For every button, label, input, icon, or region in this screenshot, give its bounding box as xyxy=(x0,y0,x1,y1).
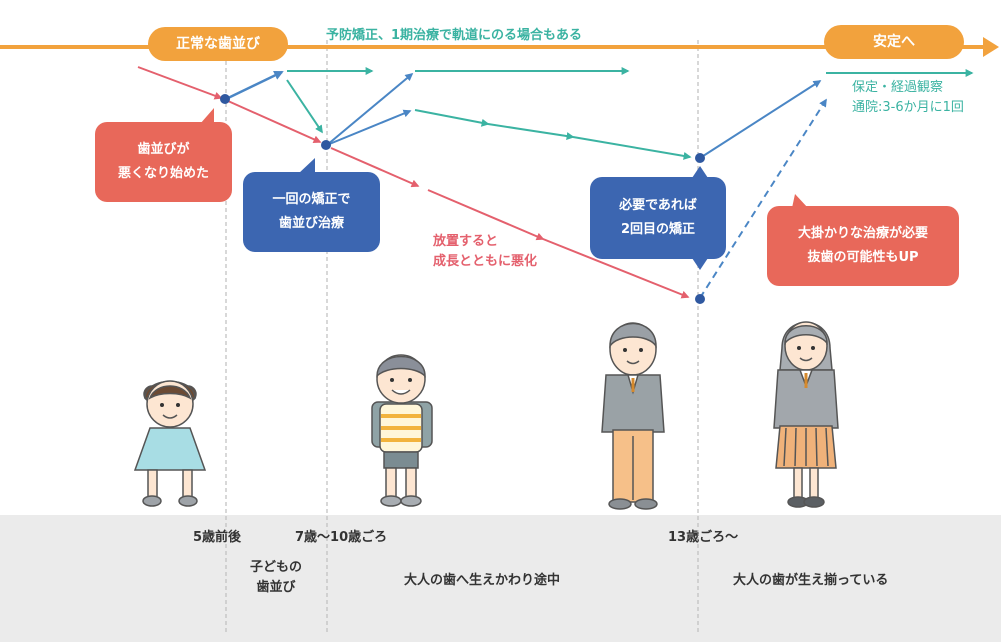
neglect-line-1: 放置すると xyxy=(433,234,499,249)
age-band-background xyxy=(0,515,1001,642)
blue-path-segment xyxy=(326,72,414,146)
major-treatment-line-1: 大掛かりな治療が必要 xyxy=(797,226,928,241)
worsening-line-2: 悪くなり始めた xyxy=(117,166,209,181)
maintenance-line-1: 保定・経過観察 xyxy=(852,80,944,95)
node-dot-13yrs-upper xyxy=(695,153,705,163)
red-path-segment xyxy=(137,66,223,100)
node-dot-13yrs-lower xyxy=(695,294,705,304)
blue-dashed-path xyxy=(699,98,827,299)
first-treatment-callout: 一回の矯正で 歯並び治療 xyxy=(243,172,380,252)
stage-label-child: 子どもの 歯並び xyxy=(236,558,316,598)
first-treatment-line-2: 歯並び治療 xyxy=(278,216,344,231)
stage-child-line-2: 歯並び xyxy=(256,580,296,595)
node-dot-5yrs xyxy=(220,94,230,104)
teen-girl-illustration xyxy=(773,321,839,508)
worsening-callout: 歯並びが 悪くなり始めた xyxy=(95,122,232,202)
maintenance-note: 保定・経過観察 通院:3-6か月に1回 xyxy=(852,78,964,118)
stage-label-adult: 大人の歯が生え揃っている xyxy=(733,573,889,588)
maintenance-line-2: 通院:3-6か月に1回 xyxy=(852,100,964,115)
age-label-13yrs: 13歳ごろ〜 xyxy=(668,530,739,545)
callout-pointer xyxy=(298,158,315,174)
child-girl-illustration xyxy=(133,380,207,507)
teal-path-segment xyxy=(286,79,323,134)
callout-pointer xyxy=(200,108,214,124)
age-label-5yrs: 5歳前後 xyxy=(193,530,242,545)
blue-path-segment xyxy=(699,80,822,159)
teal-path-segment xyxy=(572,136,692,160)
teen-boy-illustration xyxy=(601,322,665,510)
second-treatment-callout: 必要であれば 2回目の矯正 xyxy=(590,177,726,259)
red-path-segment xyxy=(427,189,545,241)
teal-path-segment xyxy=(414,109,490,127)
blue-path-segment xyxy=(225,70,284,101)
first-treatment-line-1: 一回の矯正で xyxy=(272,192,351,207)
major-treatment-callout: 大掛かりな治療が必要 抜歯の可能性もUP xyxy=(767,206,959,286)
callout-pointer xyxy=(792,194,808,208)
stable-line-arrowhead xyxy=(983,37,999,57)
second-treatment-line-1: 必要であれば xyxy=(619,198,697,213)
stage-child-line-1: 子どもの xyxy=(249,560,302,575)
normal-alignment-pill: 正常な歯並び xyxy=(148,27,288,61)
red-path-segment xyxy=(330,147,420,188)
second-treatment-line-2: 2回目の矯正 xyxy=(620,222,696,237)
stage-label-mixed: 大人の歯へ生えかわり途中 xyxy=(404,573,561,588)
neglect-line-2: 成長とともに悪化 xyxy=(433,254,538,269)
blue-path-segment xyxy=(326,109,412,146)
callout-pointer xyxy=(692,166,708,178)
node-dot-7yrs xyxy=(321,140,331,150)
stable-pill: 安定へ xyxy=(824,25,964,59)
prevention-note: 予防矯正、1期治療で軌道にのる場合もある xyxy=(326,28,583,43)
schoolboy-illustration xyxy=(371,354,433,507)
major-treatment-line-2: 抜歯の可能性もUP xyxy=(807,250,919,265)
age-label-7-10yrs: 7歳〜10歳ごろ xyxy=(295,530,388,545)
neglect-note: 放置すると 成長とともに悪化 xyxy=(433,232,537,272)
worsening-line-1: 歯並びが xyxy=(137,142,190,157)
red-path-segment xyxy=(227,100,322,144)
teal-path-segment xyxy=(487,123,575,140)
callout-pointer xyxy=(692,258,708,270)
red-path-segment xyxy=(542,238,690,299)
